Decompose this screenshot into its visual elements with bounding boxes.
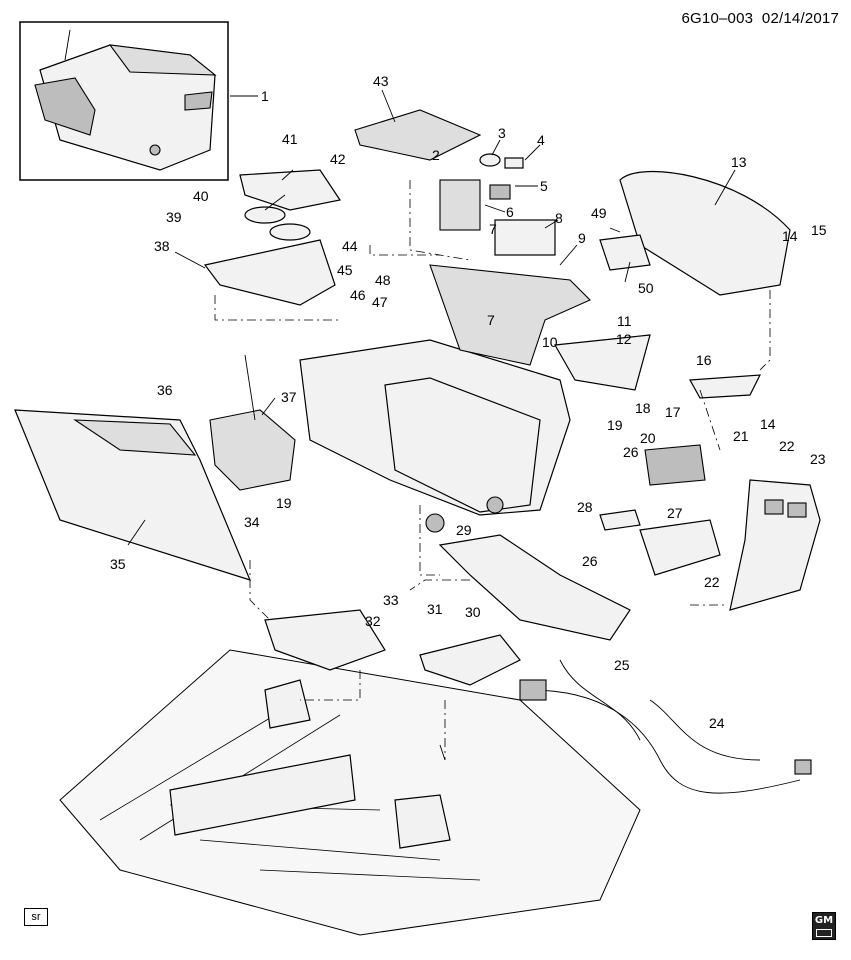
- callout-22b: 22: [704, 574, 720, 590]
- callout-16: 16: [696, 352, 712, 368]
- armrest-lid: [619, 170, 791, 296]
- callout-18: 18: [635, 400, 651, 416]
- callout-7b: 7: [487, 312, 495, 328]
- callout-26a: 26: [623, 444, 639, 460]
- callout-5: 5: [540, 178, 548, 194]
- callout-33: 33: [383, 592, 399, 608]
- callout-50: 50: [638, 280, 654, 296]
- callout-9: 9: [578, 230, 586, 246]
- callout-28: 28: [577, 499, 593, 515]
- callout-45: 45: [337, 262, 353, 278]
- callout-42: 42: [330, 151, 346, 167]
- shifter-assembly: [209, 354, 296, 491]
- callout-24: 24: [709, 715, 725, 731]
- gm-logo: GM: [812, 912, 836, 940]
- callout-30: 30: [465, 604, 481, 620]
- callout-14b: 14: [760, 416, 776, 432]
- callout-2: 2: [432, 147, 440, 163]
- callout-10: 10: [542, 334, 558, 350]
- callout-49: 49: [591, 205, 607, 221]
- gm-logo-mark: [816, 929, 832, 937]
- callout-3: 3: [498, 125, 506, 141]
- callout-13: 13: [731, 154, 747, 170]
- rear-vent-panel: [729, 479, 821, 611]
- callout-23: 23: [810, 451, 826, 467]
- callout-31: 31: [427, 601, 443, 617]
- callout-37: 37: [281, 389, 297, 405]
- upper-trim-parts: [203, 109, 482, 306]
- callout-14a: 14: [782, 228, 798, 244]
- assembly-lines: [214, 180, 771, 760]
- console-body: [299, 264, 591, 516]
- callout-27: 27: [667, 505, 683, 521]
- callout-4: 4: [537, 132, 545, 148]
- callout-labels: 1 2 3 4 5 6 7 7 8 9 10 11 12 13 14 14 15…: [110, 73, 827, 731]
- callout-21: 21: [733, 428, 749, 444]
- small-parts: [425, 153, 762, 576]
- callout-20: 20: [640, 430, 656, 446]
- callout-25: 25: [614, 657, 630, 673]
- callout-40: 40: [193, 188, 209, 204]
- floor-pan: [59, 649, 641, 936]
- callout-36: 36: [157, 382, 173, 398]
- callout-26b: 26: [582, 553, 598, 569]
- callout-38: 38: [154, 238, 170, 254]
- callout-22a: 22: [779, 438, 795, 454]
- callout-15: 15: [811, 222, 827, 238]
- callout-17: 17: [665, 404, 681, 420]
- wiring-harness: [519, 659, 812, 794]
- sr-label-box: sr: [24, 908, 48, 926]
- side-trim-panel: [14, 409, 252, 581]
- callout-8: 8: [555, 210, 563, 226]
- leader-lines: [127, 89, 736, 546]
- callout-43: 43: [373, 73, 389, 89]
- callout-1: 1: [261, 88, 269, 104]
- diagram-date: 02/14/2017: [761, 10, 839, 27]
- gm-logo-text: GM: [814, 915, 834, 926]
- callout-46: 46: [350, 287, 366, 303]
- callout-6: 6: [506, 204, 514, 220]
- callout-11: 11: [617, 313, 632, 329]
- inset-assembly-view: [19, 21, 229, 181]
- callout-34: 34: [244, 514, 260, 530]
- callout-44: 44: [342, 238, 358, 254]
- diagram-header: 6G10–003 02/14/2017: [682, 10, 840, 27]
- diagram-code: 6G10–003: [681, 10, 754, 27]
- callout-48: 48: [375, 272, 391, 288]
- callout-29: 29: [456, 522, 472, 538]
- callout-39: 39: [166, 209, 182, 225]
- callout-7a: 7: [489, 221, 497, 237]
- callout-12: 12: [616, 331, 632, 347]
- callout-19a: 19: [607, 417, 623, 433]
- callout-47: 47: [372, 294, 388, 310]
- callout-19b: 19: [276, 495, 292, 511]
- callout-32: 32: [365, 613, 381, 629]
- callout-35: 35: [110, 556, 126, 572]
- brackets: [264, 609, 521, 686]
- lower-trim: [438, 534, 631, 641]
- callout-41: 41: [282, 131, 298, 147]
